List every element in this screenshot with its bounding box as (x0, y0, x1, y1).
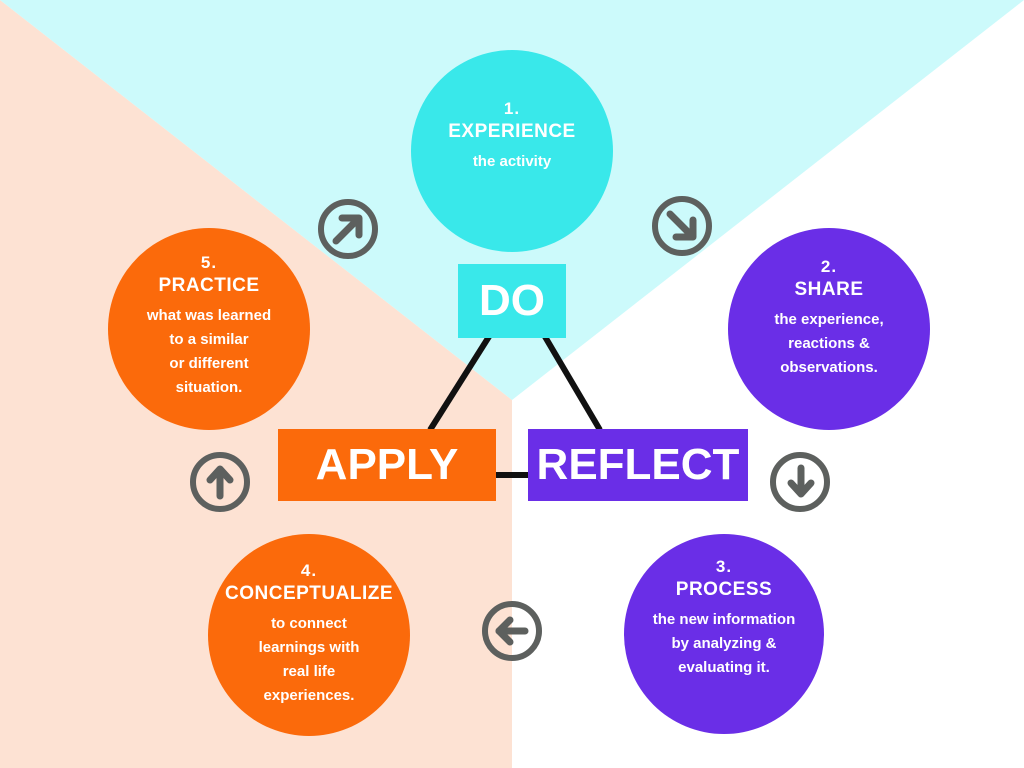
step-title: PRACTICE (158, 275, 260, 296)
reflect-label: REFLECT (536, 440, 740, 489)
arrow-up-icon (190, 452, 250, 512)
step-process-circle: 3. PROCESS the new information by analyz… (624, 534, 824, 734)
step-share-circle: 2. SHARE the experience, reactions & obs… (728, 228, 930, 430)
reflect-label-box: REFLECT (528, 429, 748, 501)
connector-do-reflect (541, 333, 603, 432)
step-description: the experience, reactions & observations… (774, 311, 884, 376)
step-conceptualize-circle: 4. CONCEPTUALIZE to connect learnings wi… (208, 534, 410, 736)
apply-label: APPLY (315, 440, 459, 489)
step-number: 5. (200, 253, 218, 272)
do-label: DO (479, 276, 545, 325)
step-number: 1. (503, 99, 521, 118)
apply-label-box: APPLY (278, 429, 496, 501)
step-title: EXPERIENCE (448, 121, 576, 142)
step-number: 3. (715, 557, 733, 576)
do-label-box: DO (458, 264, 566, 338)
connector-do-apply (427, 333, 493, 432)
step-number: 2. (820, 257, 838, 276)
step-description: the activity (472, 153, 552, 170)
step-description: the new information by analyzing & evalu… (652, 611, 796, 676)
step-experience-circle: 1. EXPERIENCE the activity (411, 50, 613, 252)
arrow-down-icon (770, 452, 830, 512)
step-practice-circle: 5. PRACTICE what was learned to a simila… (108, 228, 310, 430)
arrow-left-icon (482, 601, 542, 661)
step-title: SHARE (794, 279, 864, 300)
step-number: 4. (300, 561, 318, 580)
step-description: what was learned to a similar or differe… (146, 307, 272, 396)
step-description: to connect learnings with real life expe… (258, 615, 360, 704)
step-title: CONCEPTUALIZE (225, 583, 393, 604)
arrow-down-right-icon (652, 196, 712, 256)
step-title: PROCESS (675, 579, 773, 600)
arrow-up-right-icon (318, 199, 378, 259)
